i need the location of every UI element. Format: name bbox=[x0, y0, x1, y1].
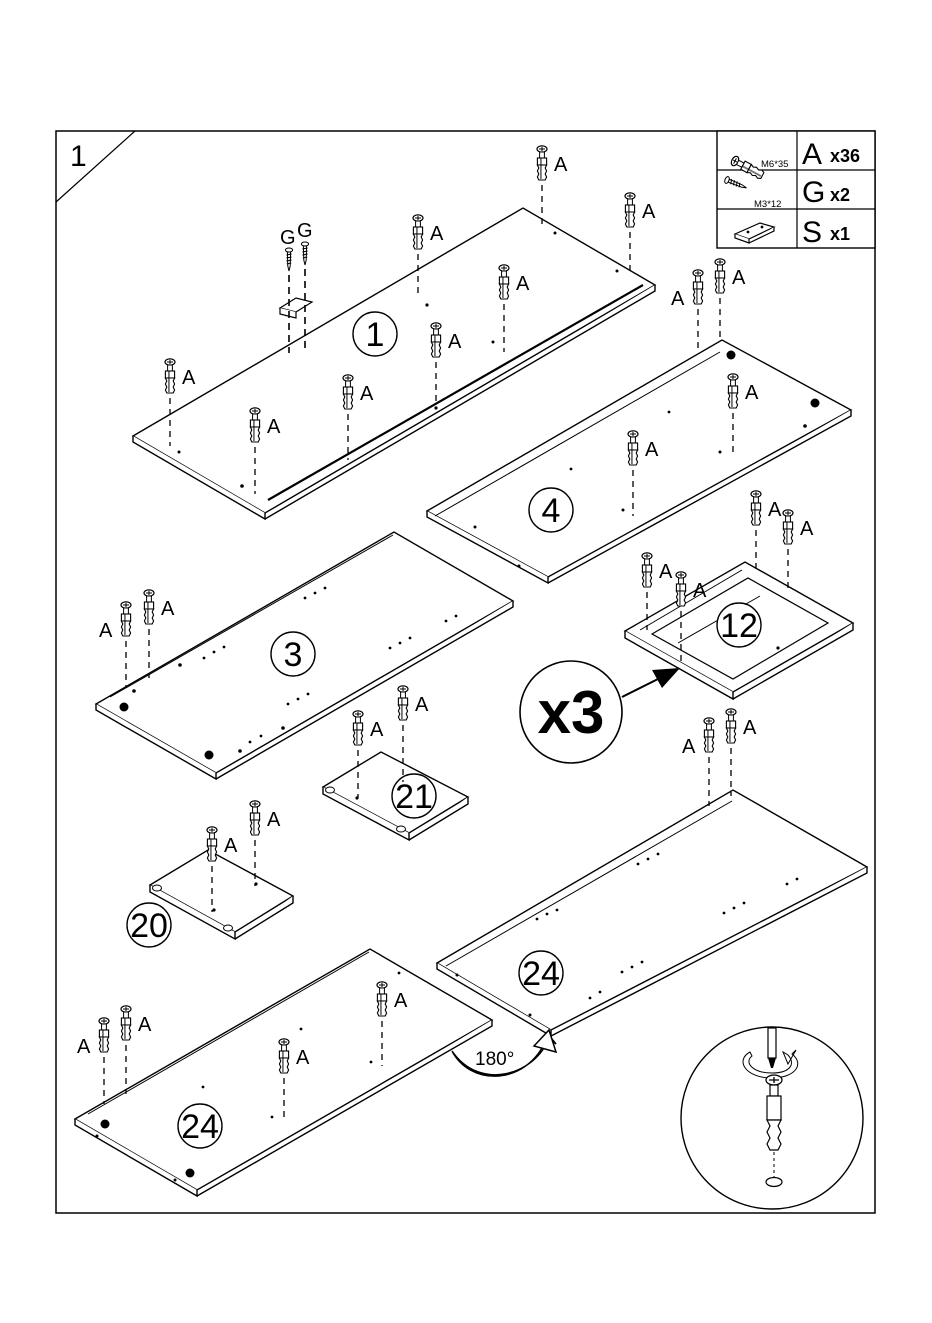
bolt-label-a-13: A bbox=[768, 499, 782, 521]
panel-3: 3 bbox=[96, 532, 513, 779]
cam-bolt-3 bbox=[413, 215, 423, 249]
part-s-qty: x1 bbox=[830, 224, 850, 244]
multiplier-text: x3 bbox=[538, 679, 605, 746]
panel-24-right-label: 24 bbox=[522, 955, 560, 993]
screw-label-g2: G bbox=[297, 220, 313, 242]
bolt-label-a-7: A bbox=[182, 367, 196, 389]
bolt-label-a-5: A bbox=[448, 331, 462, 353]
cam-bolt-6 bbox=[343, 375, 353, 409]
cam-bolt-21 bbox=[207, 827, 217, 861]
rotation-label: 180° bbox=[475, 1049, 514, 1070]
cam-bolt-23 bbox=[704, 718, 714, 752]
panel-20: 20 bbox=[127, 850, 293, 947]
bolt-label-a-28: A bbox=[138, 1014, 152, 1036]
cam-bolt-4 bbox=[499, 265, 509, 299]
cam-bolt-5 bbox=[431, 323, 441, 357]
bolt-label-a-6: A bbox=[360, 383, 374, 405]
part-g-id: G bbox=[802, 176, 825, 209]
bolt-label-a-16: A bbox=[693, 580, 707, 602]
parts-table: M6*35 A x36 M3*12 G x2 S x1 bbox=[717, 131, 875, 249]
bolt-label-a-23: A bbox=[682, 736, 696, 758]
bolt-label-a-11: A bbox=[745, 382, 759, 404]
bolt-label-a-9: A bbox=[671, 288, 685, 310]
detail-callout bbox=[681, 1027, 863, 1209]
part-g-qty: x2 bbox=[830, 185, 850, 205]
bolt-label-a-15: A bbox=[659, 561, 673, 583]
cam-bolt-18 bbox=[144, 590, 154, 624]
panel-24-right: 24 bbox=[437, 790, 867, 1036]
bolt-label-a-1: A bbox=[554, 154, 568, 176]
cam-bolt-27 bbox=[99, 1018, 109, 1052]
bolt-label-a-12: A bbox=[645, 439, 659, 461]
detail-hole bbox=[766, 1178, 782, 1187]
cam-bolt-22 bbox=[250, 801, 260, 835]
panel-3-label: 3 bbox=[284, 636, 303, 674]
panel-20-label: 20 bbox=[130, 907, 168, 945]
step-number-corner bbox=[56, 131, 135, 202]
panel-24-left-label: 24 bbox=[181, 1108, 219, 1146]
cam-bolt-24 bbox=[726, 709, 736, 743]
bolt-label-a-10: A bbox=[732, 267, 746, 289]
panel-4-label: 4 bbox=[542, 492, 561, 530]
multiplier-callout: x3 bbox=[520, 661, 680, 763]
panel-12-label: 12 bbox=[720, 607, 758, 645]
bolt-label-a-4: A bbox=[516, 273, 530, 295]
bolt-label-a-8: A bbox=[267, 416, 281, 438]
cam-bolt-16 bbox=[676, 572, 686, 606]
part-a-qty: x36 bbox=[830, 146, 860, 166]
bolt-label-a-20: A bbox=[415, 694, 429, 716]
cam-bolt-2 bbox=[625, 193, 635, 227]
cam-bolt-13 bbox=[751, 491, 761, 525]
screwdriver-icon bbox=[768, 1028, 776, 1058]
rotation-arrow-icon bbox=[534, 1030, 556, 1052]
bolt-label-a-25: A bbox=[394, 990, 408, 1012]
cam-bolt-25 bbox=[377, 982, 387, 1016]
cam-bolt-14 bbox=[783, 510, 793, 544]
step-number: 1 bbox=[70, 140, 87, 173]
bolt-label-a-21: A bbox=[224, 835, 238, 857]
cam-bolt-7 bbox=[165, 359, 175, 393]
part-a-spec: M6*35 bbox=[761, 159, 788, 170]
cam-bolt-11 bbox=[728, 374, 738, 408]
bolt-label-a-19: A bbox=[370, 719, 384, 741]
cam-bolt-1 bbox=[537, 146, 547, 180]
bolt-label-a-24: A bbox=[743, 717, 757, 739]
panel-21-label: 21 bbox=[395, 778, 433, 816]
part-g-spec: M3*12 bbox=[754, 199, 781, 210]
cam-bolt-20 bbox=[398, 686, 408, 720]
bolt-label-a-26: A bbox=[296, 1047, 310, 1069]
cam-bolt-10 bbox=[715, 259, 725, 293]
bolt-label-a-17: A bbox=[99, 620, 113, 642]
screw-label-g1: G bbox=[280, 227, 296, 249]
cam-bolt-17 bbox=[121, 602, 131, 636]
bolt-label-a-22: A bbox=[267, 809, 281, 831]
part-a-id: A bbox=[802, 138, 822, 171]
bolt-label-a-14: A bbox=[800, 518, 814, 540]
cam-bolt-15 bbox=[642, 553, 652, 587]
bolt-label-a-18: A bbox=[161, 598, 175, 620]
cam-bolt-9 bbox=[693, 270, 703, 304]
cam-bolt-19 bbox=[353, 711, 363, 745]
cam-bolt-26 bbox=[279, 1039, 289, 1073]
part-s-id: S bbox=[802, 216, 822, 249]
cam-bolt-12 bbox=[628, 431, 638, 465]
bolt-label-a-2: A bbox=[642, 201, 656, 223]
screw-group: G G bbox=[280, 220, 313, 353]
bolt-label-a-3: A bbox=[430, 223, 444, 245]
cam-bolt-28 bbox=[121, 1006, 131, 1040]
bolt-label-a-27: A bbox=[77, 1036, 91, 1058]
cam-bolt-8 bbox=[250, 408, 260, 442]
panel-21: 21 bbox=[323, 752, 468, 840]
panel-1-label: 1 bbox=[366, 316, 385, 354]
